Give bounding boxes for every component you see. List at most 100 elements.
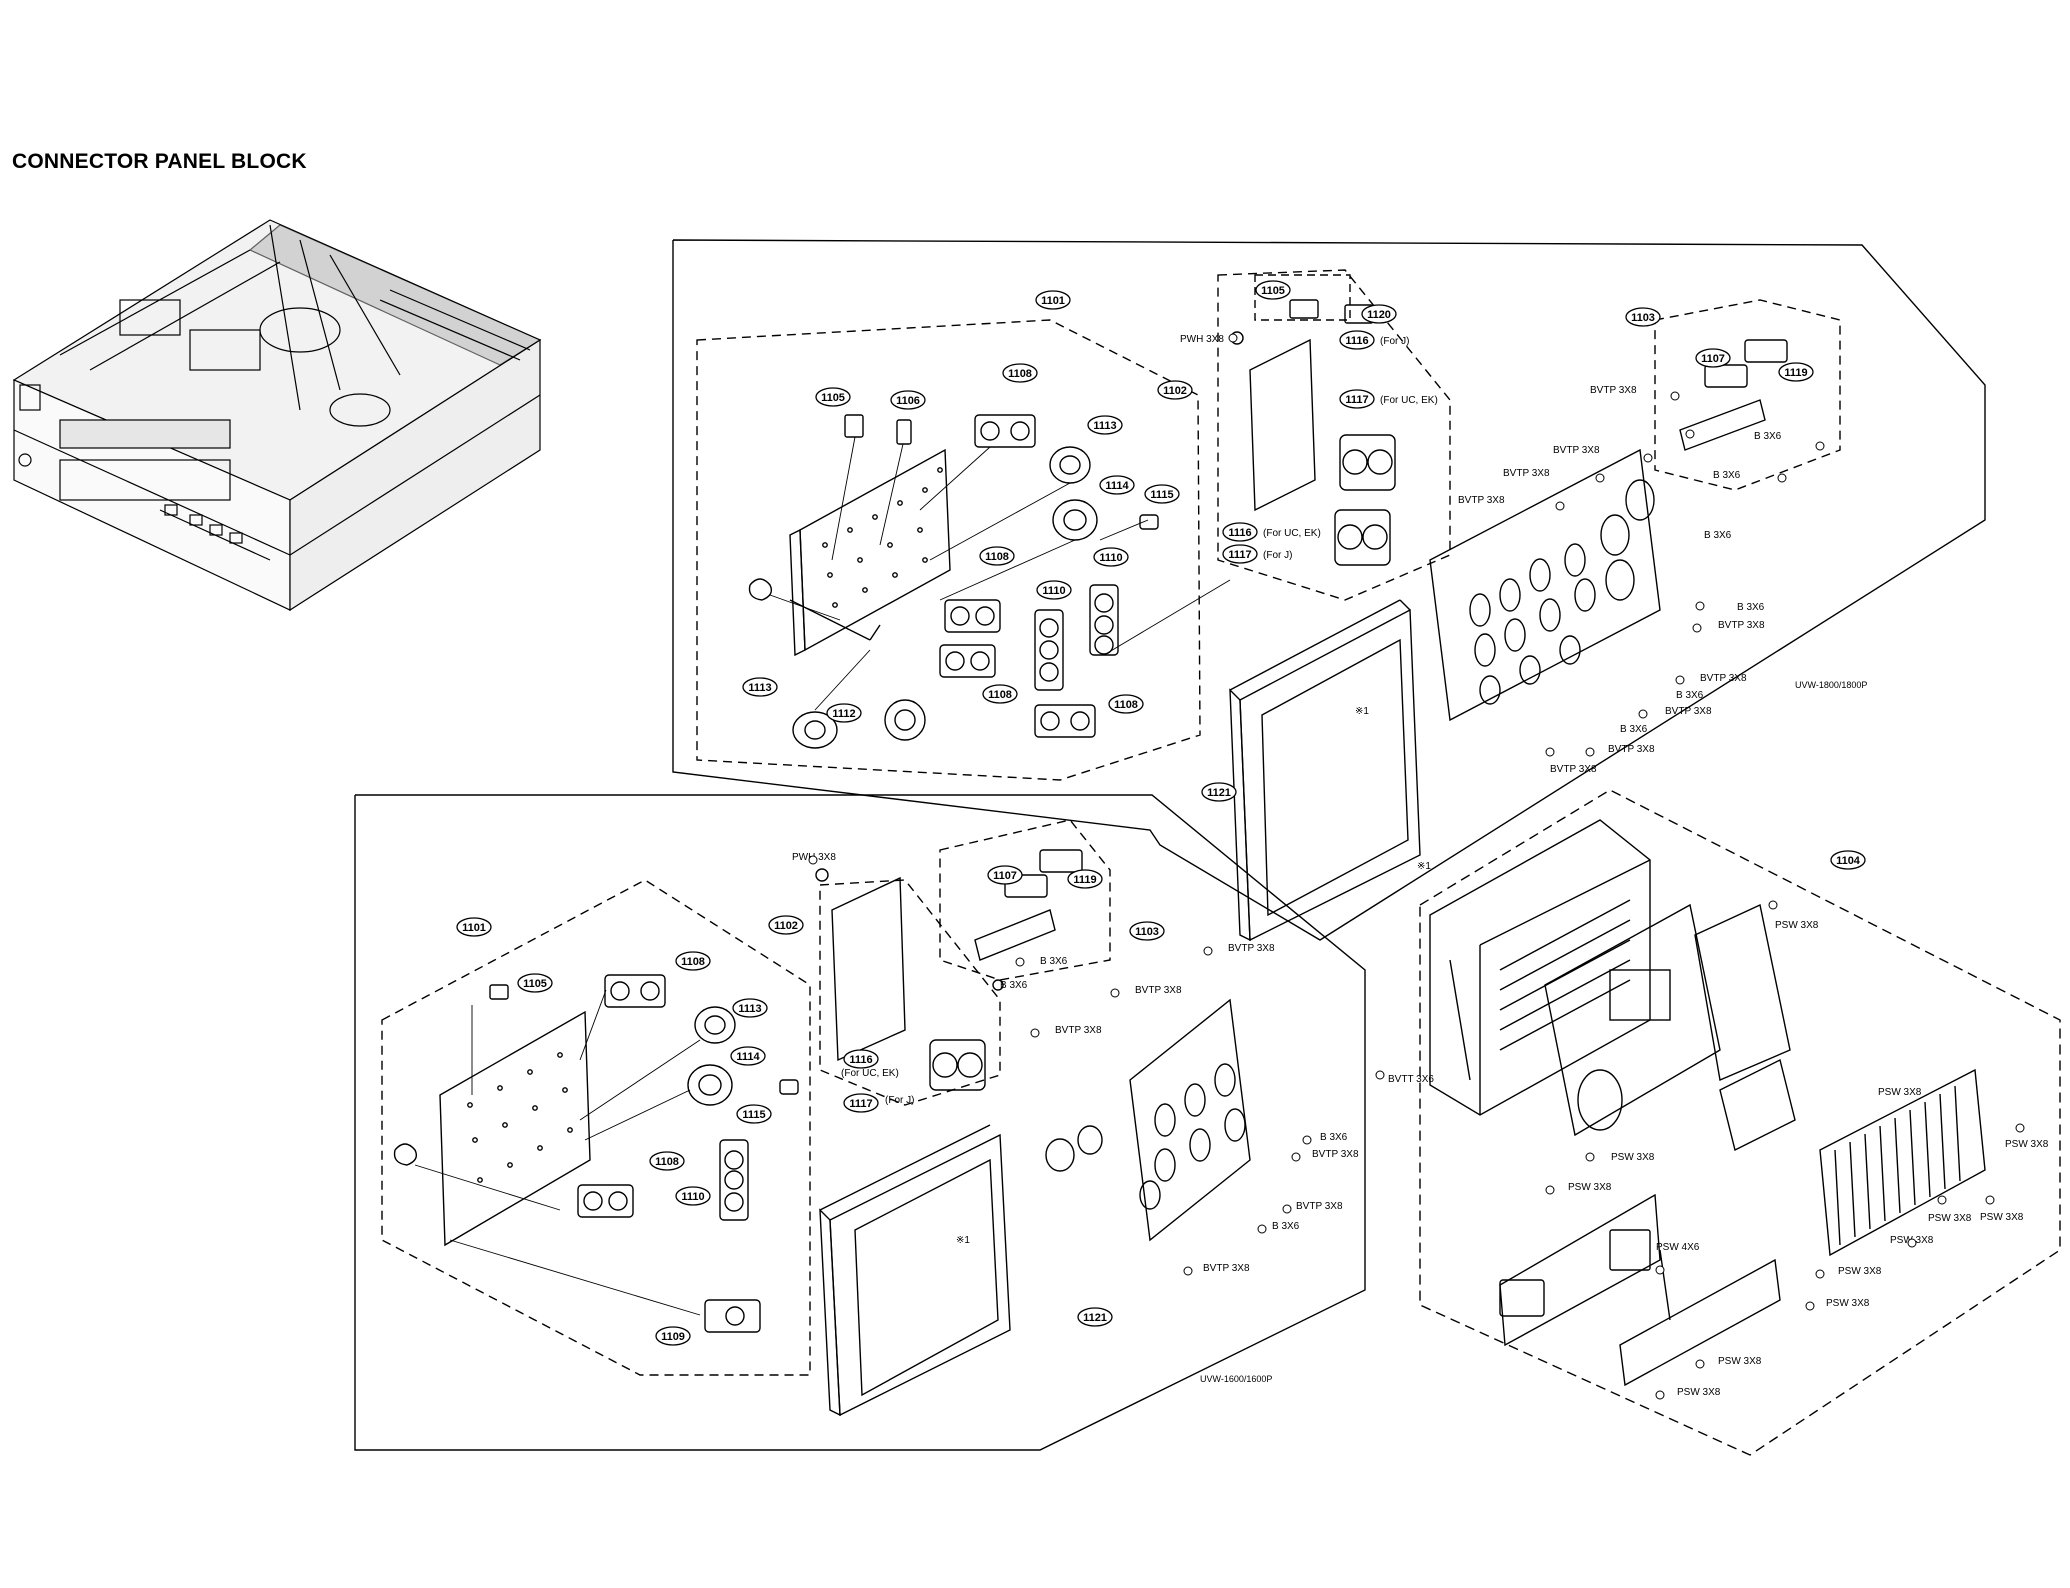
callout-power-s_bvtt-37: BVTT 3X6 (1388, 1074, 1434, 1085)
screw-icon (1685, 429, 1695, 439)
part-number-lower-p1114: 1114 (736, 1051, 760, 1063)
part-bubble-outline-lower-p1108a (675, 951, 711, 971)
part-number-upper-p1114: 1114 (1105, 480, 1129, 492)
screw-icon (1907, 1238, 1917, 1248)
power-supply-chassis (1429, 819, 1651, 1116)
screw-icon (1695, 1359, 1705, 1369)
callout-upper-s_bvtp2-6: BVTP 3X8 (1553, 445, 1600, 456)
part-bubble-outline-upper-p1114 (1099, 475, 1135, 495)
part-bubble-outline-lower-p1108b (649, 1151, 685, 1171)
screw-icon (1585, 1152, 1595, 1162)
part-bubble-outline-upper-p1117b (1222, 544, 1258, 564)
part-bubble-outline-upper-p1113b (742, 677, 778, 697)
lower-1121-frame (819, 1124, 1011, 1417)
part-bubble-outline-lower-p1102 (768, 915, 804, 935)
screw-icon (1805, 1301, 1815, 1311)
part-bubble-outline-lower-p1103 (1129, 921, 1165, 941)
callout-upper-p1116a_note-0: (For J) (1380, 336, 1409, 347)
part-bubble-outline-lower-p1110 (675, 1186, 711, 1206)
part-number-upper-p1108c: 1108 (988, 689, 1012, 701)
callout-lower-s_bvtp5-29: BVTP 3X8 (1296, 1201, 1343, 1212)
part-bubble-outline-upper-p1102 (1157, 380, 1193, 400)
part-number-lower-p1116: 1116 (849, 1054, 872, 1066)
upper-1103-parts (1679, 339, 1788, 451)
part-number-upper-p1116b: 1116 (1228, 527, 1251, 539)
upper-bnc-connectors (748, 414, 1159, 749)
part-bubble-outline-upper-p1108c (982, 684, 1018, 704)
page-title: CONNECTOR PANEL BLOCK (12, 150, 307, 173)
part-number-upper-p1101: 1101 (1041, 295, 1065, 307)
part-number-power-p1104: 1104 (1836, 855, 1861, 867)
callout-models-upper-20: UVW-1800/1800P (1795, 680, 1867, 690)
part-number-lower-p1117: 1117 (849, 1098, 872, 1110)
upper-assembly-frame (672, 239, 1986, 941)
callout-power-s_psw2-39: PSW 3X8 (1611, 1152, 1655, 1163)
part-number-upper-p1116a: 1116 (1345, 335, 1368, 347)
callout-upper-p1117a_note-1: (For UC, EK) (1380, 395, 1438, 406)
callout-upper-s_bvtp3-7: BVTP 3X8 (1503, 468, 1550, 479)
part-bubble-outline-upper-p1116a (1339, 330, 1375, 350)
power-pcb-transformer (1544, 903, 1791, 1137)
part-number-lower-p1121: 1121 (1083, 1312, 1107, 1324)
upper-connector-panel (1429, 448, 1661, 722)
part-bubble-outline-upper-p1108b (979, 546, 1015, 566)
upper-1101-group-outline (696, 319, 1201, 781)
callout-upper-p1117b_note-3: (For J) (1263, 550, 1292, 561)
callout-mark-36: ※1 (956, 1235, 970, 1246)
upper-leader-lines (769, 436, 1231, 711)
callout-power-s_psw1-38: PSW 3X8 (1775, 920, 1819, 931)
screw-icon (1203, 946, 1213, 956)
callout-lower-s_b36d-34: B 3X6 (1000, 980, 1028, 991)
power-inlet-bracket (1499, 1193, 1781, 1387)
part-number-lower-p1107: 1107 (993, 870, 1017, 882)
part-number-upper-p1110b: 1110 (1099, 552, 1122, 564)
callout-lower-s_b36c-33: B 3X6 (1040, 956, 1068, 967)
part-number-upper-p1108b: 1108 (985, 551, 1009, 563)
part-number-upper-p1105b: 1105 (1261, 285, 1285, 297)
screw-icon (1375, 1070, 1385, 1080)
lower-assembly-frame (354, 794, 1366, 1451)
part-number-lower-p1110: 1110 (681, 1191, 704, 1203)
callout-upper-s_bvtp1-5: BVTP 3X8 (1590, 385, 1637, 396)
screw-icon (1815, 441, 1825, 451)
lower-1103-group-outline (939, 819, 1111, 981)
part-bubble-outline-upper-p1105a (815, 387, 851, 407)
screw-icon (1985, 1195, 1995, 1205)
part-number-lower-p1113: 1113 (738, 1003, 761, 1015)
callout-power-s_psw46-50: PSW 4X6 (1656, 1242, 1700, 1253)
callout-upper-s_bvtp8-12: BVTP 3X8 (1608, 744, 1655, 755)
part-number-lower-p1101: 1101 (462, 922, 486, 934)
screw-icon (1282, 1204, 1292, 1214)
lower-connector-panel (1045, 998, 1251, 1242)
part-bubble-outline-lower-p1105 (517, 973, 553, 993)
part-bubble-outline-lower-p1116 (843, 1049, 879, 1069)
part-number-upper-p1113b: 1113 (748, 682, 771, 694)
screw-icon (1937, 1195, 1947, 1205)
callout-power-s_psw10-47: PSW 3X8 (1826, 1298, 1870, 1309)
callout-power-s_psw11-48: PSW 3X8 (1718, 1356, 1762, 1367)
screw-icon (2015, 1123, 2025, 1133)
callout-upper-s_b36c-15: B 3X6 (1704, 530, 1732, 541)
callout-lower-p1116_note-22: (For UC, EK) (841, 1068, 899, 1079)
callout-upper-s_b36d-16: B 3X6 (1737, 602, 1765, 613)
callout-power-s_psw5-42: PSW 3X8 (2005, 1139, 2049, 1150)
callout-mark-51: ※1 (1417, 861, 1431, 872)
callout-power-s_psw8-45: PSW 3X8 (1980, 1212, 2024, 1223)
part-bubble-outline-upper-p1103 (1625, 307, 1661, 327)
lower-1102-pcb-xlr (815, 868, 986, 1091)
part-number-upper-p1119: 1119 (1784, 367, 1807, 379)
lower-leader-lines (414, 989, 701, 1316)
screw-icon (1692, 623, 1702, 633)
lower-1101-pcb (393, 1010, 591, 1247)
part-bubble-outline-lower-p1121 (1077, 1307, 1113, 1327)
screw-icon (1183, 1266, 1193, 1276)
part-bubble-outline-upper-p1116b (1222, 522, 1258, 542)
lower-1103-parts (974, 849, 1083, 991)
part-bubble-outline-upper-p1113a (1087, 415, 1123, 435)
part-number-upper-p1120: 1120 (1367, 309, 1391, 321)
part-bubble-outline-upper-p1101 (1035, 290, 1071, 310)
screw-icon (1643, 453, 1653, 463)
part-bubble-outline-upper-p1117a (1339, 389, 1375, 409)
callout-power-s_psw3-40: PSW 3X8 (1568, 1182, 1612, 1193)
upper-1102-pcb-xlr (1230, 299, 1396, 566)
